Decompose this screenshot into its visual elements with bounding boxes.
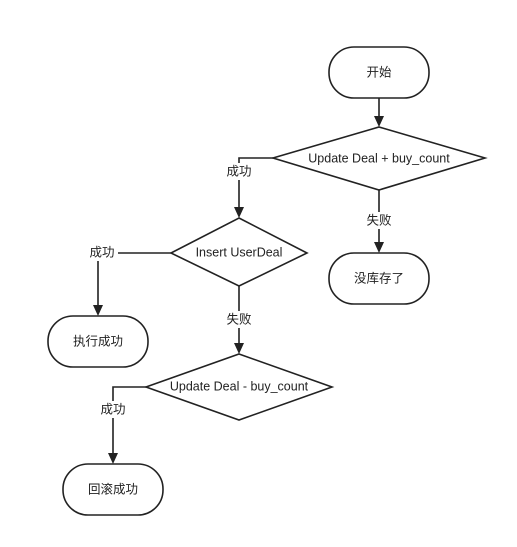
edge-label-update-plus-success-text: 成功: [226, 164, 251, 178]
node-rollback-success-label: 回滚成功: [88, 481, 138, 496]
node-exec-success-label: 执行成功: [73, 334, 123, 348]
edge-label-insert-success-text: 成功: [89, 245, 114, 259]
edge-label-insert-fail: 失败: [224, 311, 254, 328]
edge-label-update-plus-fail: 失败: [364, 212, 394, 229]
node-insert-userdeal-label: Insert UserDeal: [196, 245, 283, 259]
edge-insert-to-exec-success: [93, 252, 171, 316]
edge-label-insert-success: 成功: [86, 244, 118, 261]
node-update-minus: Update Deal - buy_count: [143, 353, 335, 421]
node-start-label: 开始: [366, 65, 392, 79]
edge-start-to-update-plus: [374, 98, 384, 127]
node-no-stock: 没库存了: [328, 252, 430, 305]
node-start: 开始: [328, 46, 430, 99]
edge-label-update-minus-success-text: 成功: [100, 402, 125, 416]
edge-label-insert-fail-text: 失败: [226, 311, 252, 326]
node-update-plus-label: Update Deal + buy_count: [308, 151, 450, 165]
edge-label-update-minus-success: 成功: [98, 401, 128, 418]
edge-update-plus-to-insert: [234, 157, 273, 218]
node-no-stock-label: 没库存了: [354, 270, 404, 285]
edge-update-minus-to-rollback: [108, 386, 146, 464]
edge-label-update-plus-success: 成功: [224, 163, 254, 180]
node-rollback-success: 回滚成功: [62, 463, 164, 516]
node-exec-success: 执行成功: [47, 315, 149, 368]
node-update-plus: Update Deal + buy_count: [270, 126, 488, 191]
edge-label-update-plus-fail-text: 失败: [366, 212, 392, 227]
node-update-minus-label: Update Deal - buy_count: [170, 379, 309, 393]
node-insert-userdeal: Insert UserDeal: [169, 217, 309, 287]
